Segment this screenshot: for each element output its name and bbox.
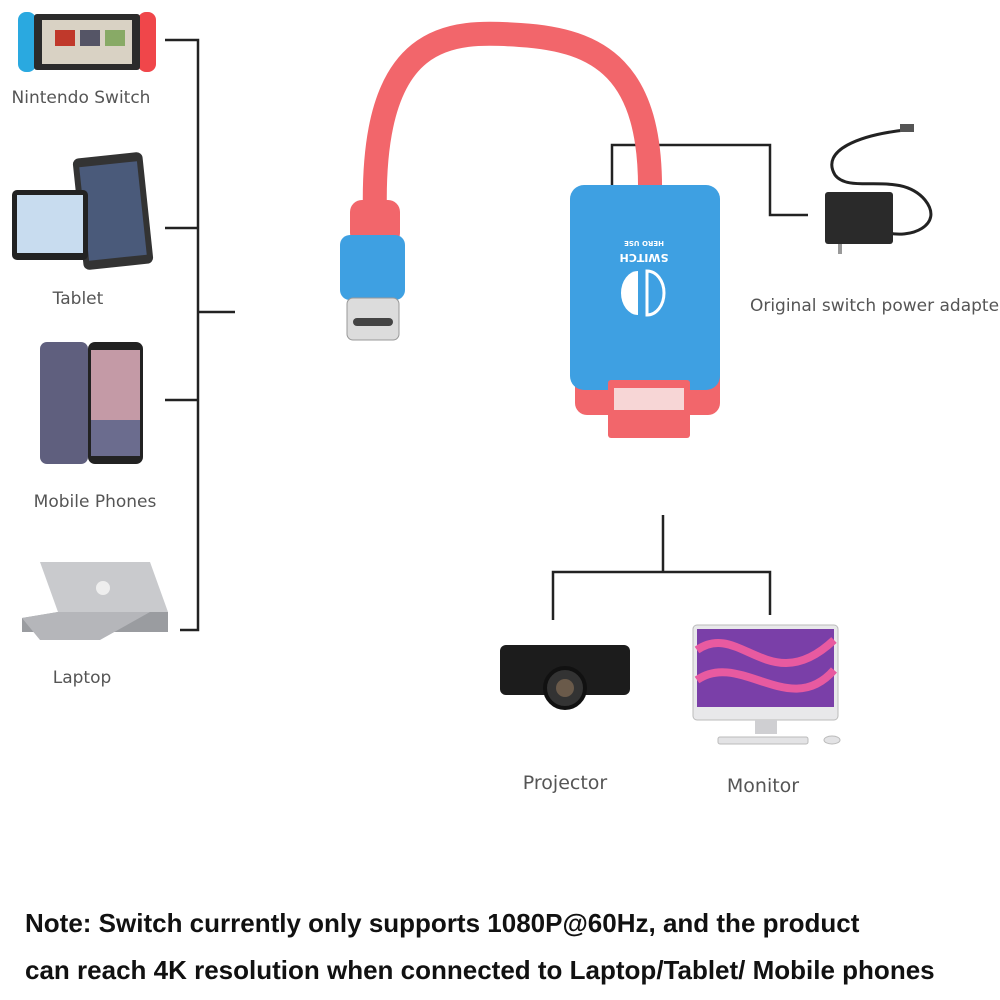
hdmi-adapter xyxy=(570,185,720,438)
nintendo-switch-icon xyxy=(18,12,156,72)
tablet-icon xyxy=(12,152,154,270)
label-nintendo-switch: Nintendo Switch xyxy=(11,88,151,108)
connector-lines xyxy=(165,38,808,632)
laptop-icon xyxy=(22,562,168,640)
monitor-icon xyxy=(692,624,841,745)
label-laptop: Laptop xyxy=(52,668,112,688)
adapter-cable xyxy=(340,21,663,341)
mobile-phone-icon xyxy=(40,342,143,464)
label-projector: Projector xyxy=(522,772,608,794)
switch-logo-icon xyxy=(621,269,666,317)
label-power-adapter: Original switch power adapter xyxy=(749,296,1000,316)
label-tablet: Tablet xyxy=(52,289,104,309)
label-mobile-phones: Mobile Phones xyxy=(33,492,157,512)
note-line-1: Note: Switch currently only supports 108… xyxy=(25,908,860,938)
label-monitor: Monitor xyxy=(726,775,800,797)
note-line-2: can reach 4K resolution when connected t… xyxy=(25,955,935,985)
projector-icon xyxy=(500,645,630,710)
power-adapter-icon xyxy=(825,124,933,254)
